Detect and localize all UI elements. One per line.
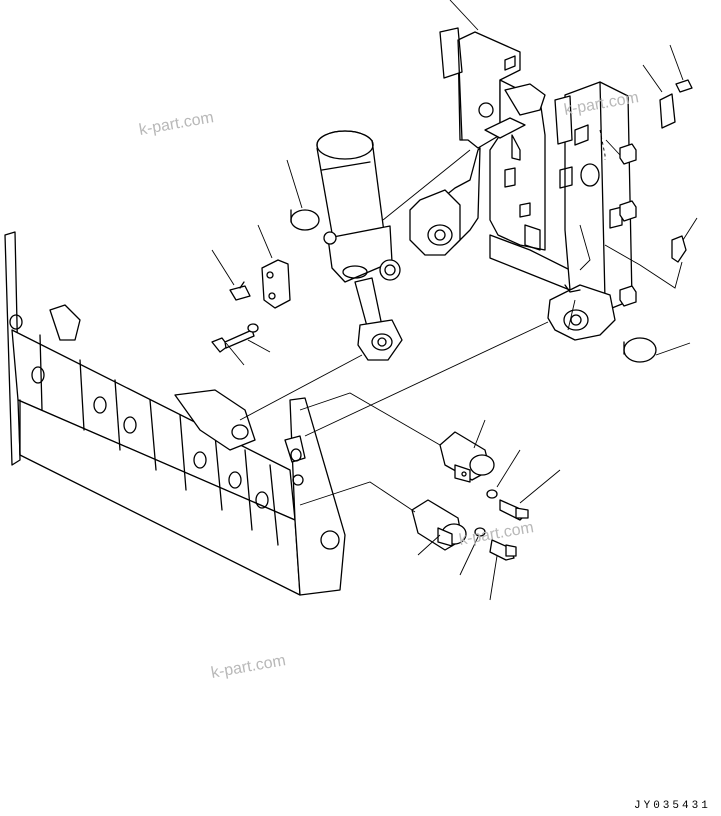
watermark-1: k-part.com (138, 109, 215, 139)
pin-cap-left (290, 209, 320, 231)
pin-lower (411, 499, 467, 551)
bolt-upper (499, 499, 529, 521)
washer-left (247, 323, 259, 333)
bolt-left (211, 329, 255, 353)
leader-lines (211, 0, 698, 601)
grease-fitting-right (671, 235, 687, 263)
bolt-top-right (675, 79, 693, 93)
tilt-cylinder (316, 130, 403, 361)
pin-upper (439, 431, 495, 483)
washer-upper (486, 489, 498, 499)
assembly-lines (239, 139, 683, 513)
grease-fitting (229, 281, 251, 301)
bracket (261, 259, 291, 309)
plate-cover (659, 93, 676, 129)
fork-frame (4, 231, 346, 596)
washer-lower (474, 527, 486, 537)
bolt-lower (489, 539, 517, 561)
watermark-4: k-part.com (210, 652, 287, 682)
pin-cap-right (623, 337, 657, 363)
mast-frame (409, 27, 637, 341)
drawing-code: JY035431 (634, 800, 711, 812)
